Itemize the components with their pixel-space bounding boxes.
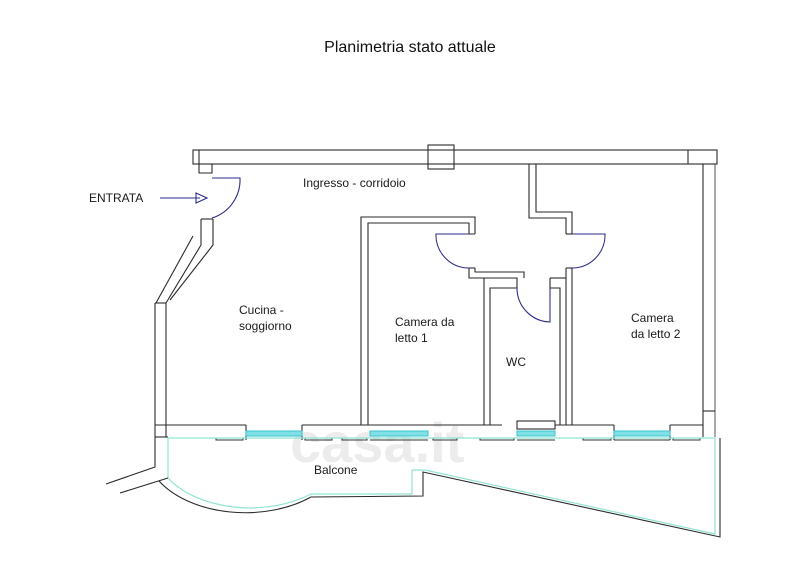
window: [369, 430, 429, 437]
entrance-door: [211, 177, 241, 219]
room-label-bedroom2: Camera: [631, 311, 674, 325]
left-wall: [154, 218, 214, 437]
window: [516, 430, 556, 437]
room-label-balcony: Balcone: [314, 463, 358, 477]
bedroom2-walls: [528, 164, 573, 425]
window: [245, 430, 303, 437]
bottom-wall: [155, 420, 703, 440]
room-label-bedroom1: Camera da: [395, 315, 455, 329]
entrance-label: ENTRATA: [89, 191, 143, 205]
window-sills: [215, 438, 701, 441]
room-label-bedroom2-2: da letto 2: [631, 327, 681, 341]
room-label-kitchen: Cucina -: [239, 303, 284, 317]
room-label-bedroom1-2: letto 1: [395, 331, 428, 345]
room-label-kitchen-2: soggiorno: [239, 319, 292, 333]
room-label-corridor: Ingresso - corridoio: [303, 176, 406, 190]
bedroom2-door: [571, 233, 606, 269]
window: [613, 430, 671, 437]
entrance-arrow-icon: [160, 192, 209, 204]
wc-walls: [484, 277, 566, 425]
page-title: Planimetria stato attuale: [324, 39, 496, 56]
watermark: casa.it: [290, 411, 464, 474]
room-label-wc: WC: [506, 355, 526, 369]
balcony-outline: [105, 437, 721, 538]
bedroom1-door: [435, 233, 470, 269]
wc-door: [516, 287, 551, 323]
right-wall: [702, 164, 716, 437]
bedroom1-walls: [360, 216, 525, 425]
windows: [245, 430, 671, 437]
top-wall: [192, 144, 718, 174]
